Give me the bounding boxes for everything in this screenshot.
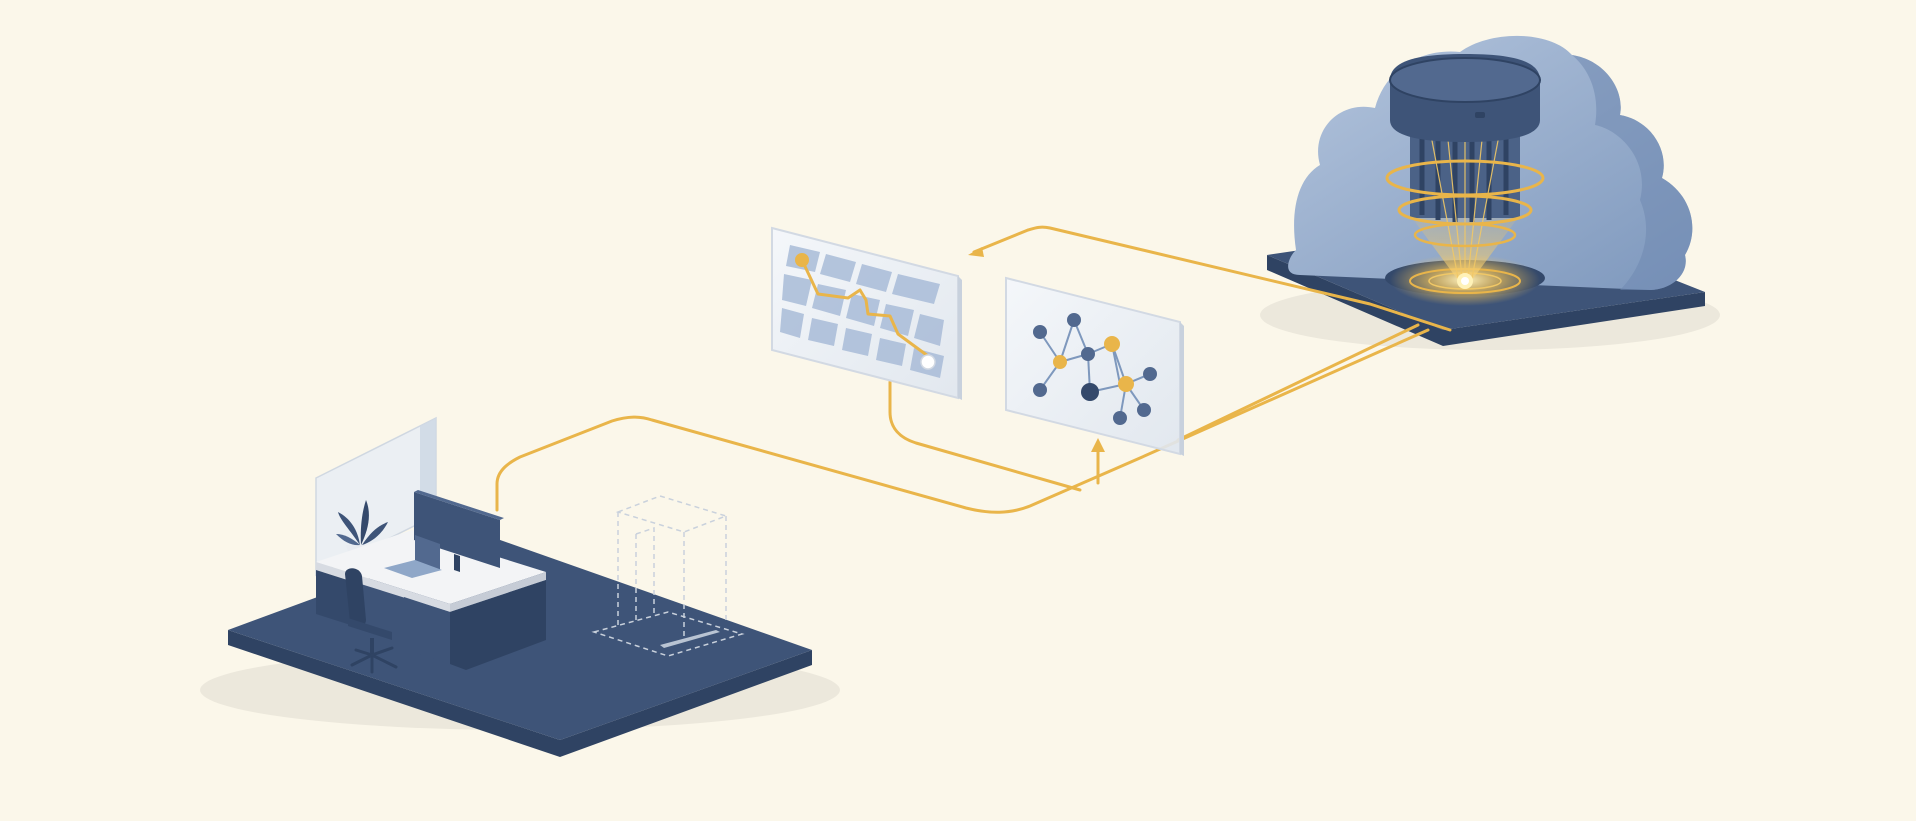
arrowhead-up bbox=[1091, 438, 1105, 452]
flow-arrow-icon bbox=[495, 225, 1452, 514]
placeholder-tower bbox=[591, 495, 745, 657]
route-start-dot bbox=[795, 253, 809, 267]
map-route-icon bbox=[771, 226, 962, 400]
laptop-icon bbox=[384, 535, 442, 578]
office-workspace-icon bbox=[200, 416, 840, 757]
quantum-chandelier bbox=[1385, 54, 1545, 289]
route-end-dot bbox=[920, 354, 936, 370]
quantum-cloud-icon bbox=[1260, 35, 1720, 350]
monitor-icon bbox=[414, 490, 504, 572]
placeholder-base bbox=[660, 630, 720, 648]
molecule-network-icon bbox=[1005, 276, 1184, 456]
desk bbox=[316, 530, 546, 670]
arrowhead-left bbox=[968, 247, 984, 257]
office-chair-icon bbox=[345, 568, 398, 674]
